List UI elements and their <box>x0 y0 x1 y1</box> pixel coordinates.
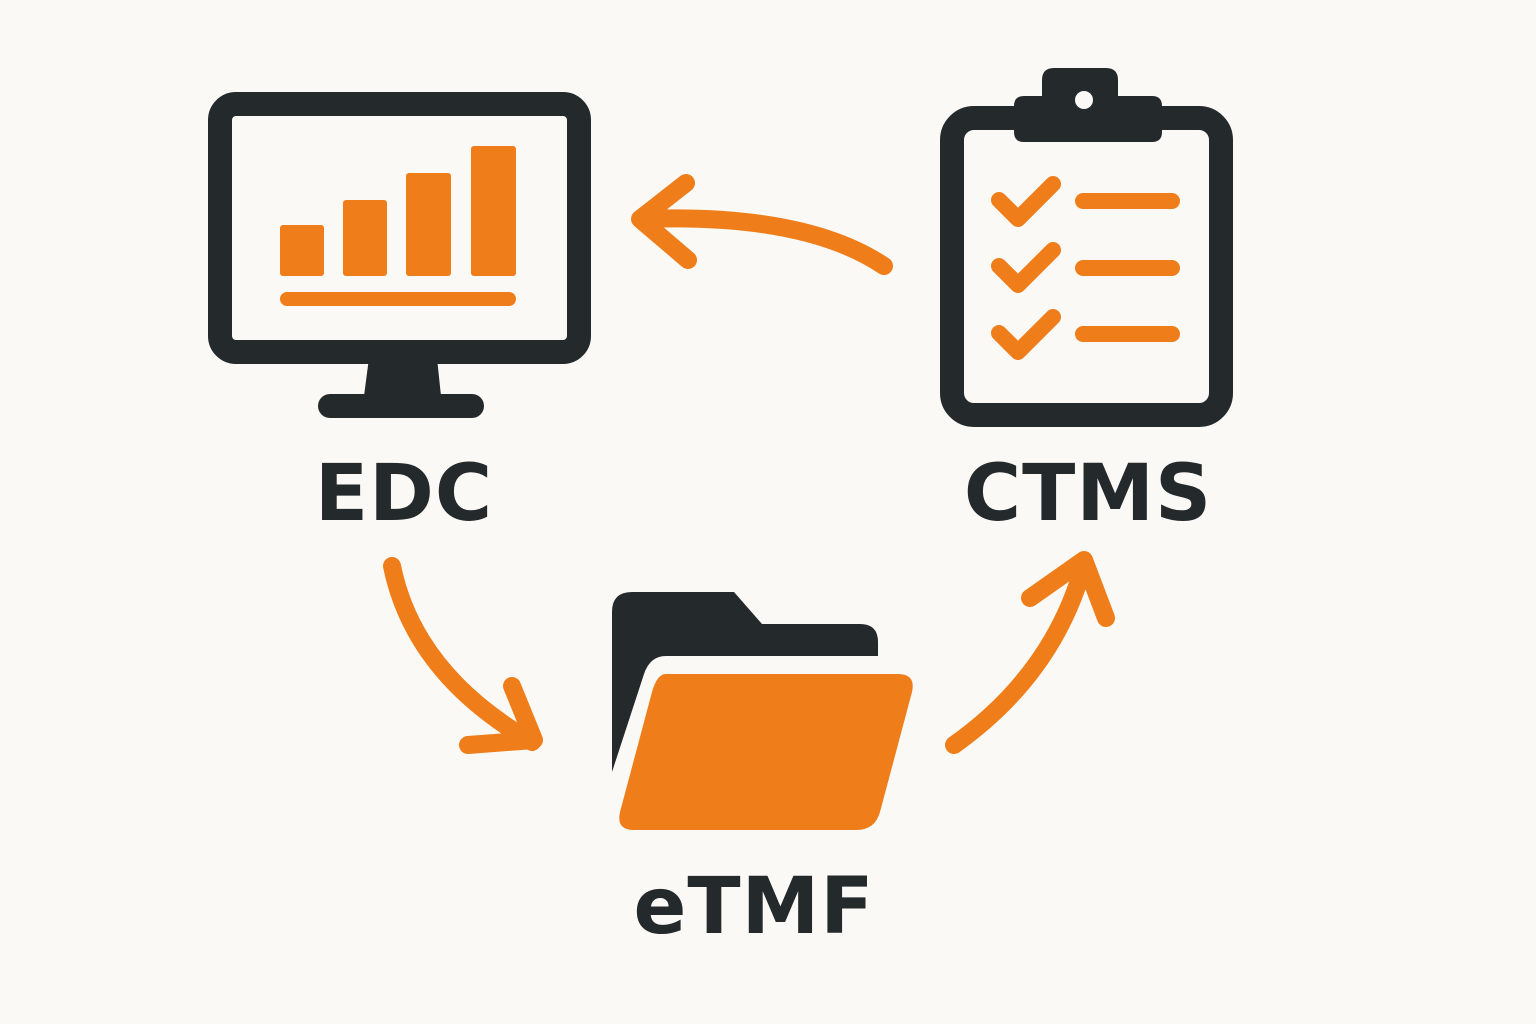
arrow-etmf-to-ctms <box>945 555 1093 754</box>
ctms-label: CTMS <box>963 449 1213 539</box>
arrowhead-ctms <box>1021 551 1115 627</box>
clipboard-checklist-icon <box>940 68 1233 427</box>
arrowhead-etmf <box>459 677 543 754</box>
monitor-bar-chart-icon <box>208 92 591 418</box>
bar-chart-bars <box>280 146 516 276</box>
folder-icon <box>612 592 913 830</box>
arrow-edc-to-etmf <box>383 557 541 751</box>
etmf-label: eTMF <box>633 862 875 952</box>
arrowhead-edc <box>631 174 697 269</box>
arrow-ctms-to-edc <box>633 209 893 275</box>
edc-label: EDC <box>314 449 494 539</box>
